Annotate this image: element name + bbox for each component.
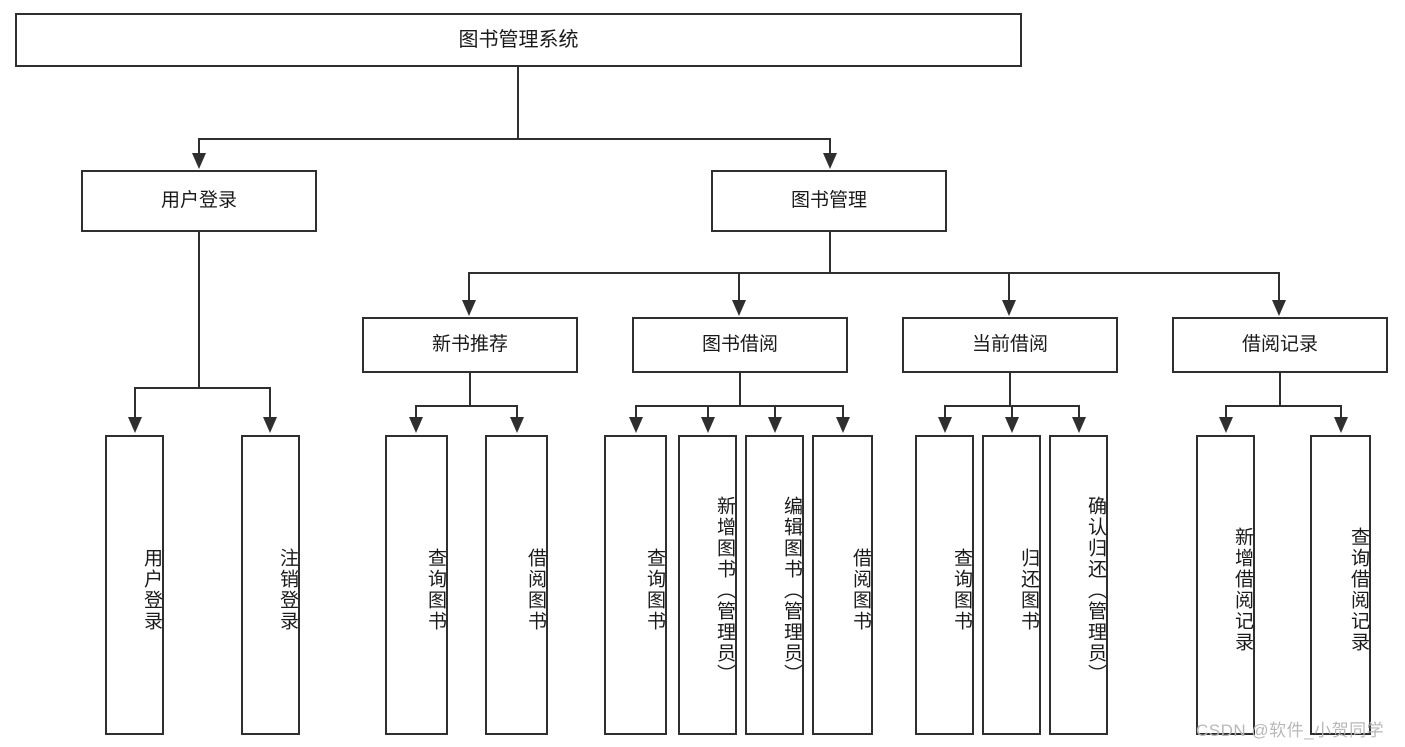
edge-user-login-stem — [198, 232, 200, 388]
edge-user-login-bus — [134, 387, 271, 389]
edge-drop-leaf-user-login — [134, 387, 136, 419]
arrowhead-query-borrow-record — [1334, 417, 1348, 433]
arrowhead-borrow-record — [1272, 300, 1286, 316]
node-leaf-borrow-book-2[interactable]: 借阅图书 — [812, 435, 873, 735]
edge-drop-query-book-1 — [415, 405, 417, 419]
edge-drop-return-book — [1011, 405, 1013, 419]
edge-borrow-record-stem — [1279, 373, 1281, 407]
node-leaf-query-book-2[interactable]: 查询图书 — [604, 435, 667, 735]
edge-drop-query-book-3 — [944, 405, 946, 419]
arrowhead-current-borrow — [1002, 300, 1016, 316]
edge-drop-leaf-logout — [269, 387, 271, 419]
arrowhead-confirm-return — [1072, 417, 1086, 433]
edge-drop-user-login — [198, 138, 200, 156]
edge-drop-add-book — [707, 405, 709, 419]
edge-new-book-recommend-bus — [415, 405, 518, 407]
edge-drop-query-book-2 — [635, 405, 637, 419]
node-leaf-return-book[interactable]: 归还图书 — [982, 435, 1041, 735]
arrowhead-edit-book — [768, 417, 782, 433]
edge-drop-book-borrow — [738, 272, 740, 302]
edge-book-management-stem — [829, 232, 831, 274]
edge-drop-book-management — [829, 138, 831, 156]
node-leaf-logout[interactable]: 注销登录 — [241, 435, 300, 735]
edge-book-management-bus — [468, 272, 1280, 274]
arrowhead-add-book — [701, 417, 715, 433]
arrowhead-return-book — [1005, 417, 1019, 433]
node-leaf-user-login[interactable]: 用户登录 — [105, 435, 164, 735]
node-leaf-confirm-return[interactable]: 确认归还（管理员） — [1049, 435, 1108, 735]
edge-root-stem — [517, 67, 519, 139]
node-user-login[interactable]: 用户登录 — [81, 170, 317, 232]
edge-drop-edit-book — [774, 405, 776, 419]
node-leaf-query-book-3[interactable]: 查询图书 — [915, 435, 974, 735]
edge-drop-add-borrow-record — [1225, 405, 1227, 419]
edge-drop-borrow-record — [1278, 272, 1280, 302]
edge-drop-query-borrow-record — [1340, 405, 1342, 419]
arrowhead-query-book-2 — [629, 417, 643, 433]
edge-new-book-recommend-stem — [469, 373, 471, 407]
node-leaf-query-borrow-record[interactable]: 查询借阅记录 — [1310, 435, 1371, 735]
edge-drop-borrow-book-2 — [842, 405, 844, 419]
node-leaf-edit-book[interactable]: 编辑图书（管理员） — [745, 435, 804, 735]
node-book-borrow[interactable]: 图书借阅 — [632, 317, 848, 373]
edge-drop-borrow-book-1 — [516, 405, 518, 419]
arrowhead-book-management — [823, 153, 837, 169]
arrowhead-borrow-book-2 — [836, 417, 850, 433]
node-book-management[interactable]: 图书管理 — [711, 170, 947, 232]
node-current-borrow[interactable]: 当前借阅 — [902, 317, 1118, 373]
node-leaf-add-book[interactable]: 新增图书（管理员） — [678, 435, 737, 735]
node-leaf-borrow-book-1[interactable]: 借阅图书 — [485, 435, 548, 735]
node-borrow-record[interactable]: 借阅记录 — [1172, 317, 1388, 373]
edge-current-borrow-stem — [1009, 373, 1011, 407]
edge-root-bus — [198, 138, 830, 140]
edge-book-borrow-stem — [739, 373, 741, 407]
node-leaf-add-borrow-record[interactable]: 新增借阅记录 — [1196, 435, 1255, 735]
csdn-watermark: CSDN @软件_小贺同学 — [1196, 721, 1385, 740]
arrowhead-leaf-logout — [263, 417, 277, 433]
node-leaf-query-book-1[interactable]: 查询图书 — [385, 435, 448, 735]
arrowhead-add-borrow-record — [1219, 417, 1233, 433]
node-book-management-system[interactable]: 图书管理系统 — [15, 13, 1022, 67]
arrowhead-book-borrow — [732, 300, 746, 316]
edge-book-borrow-bus — [635, 405, 843, 407]
edge-drop-current-borrow — [1008, 272, 1010, 302]
edge-borrow-record-bus — [1225, 405, 1341, 407]
edge-drop-new-book-recommend — [468, 272, 470, 302]
arrowhead-user-login — [192, 153, 206, 169]
edge-drop-confirm-return — [1078, 405, 1080, 419]
node-new-book-recommend[interactable]: 新书推荐 — [362, 317, 578, 373]
arrowhead-new-book-recommend — [462, 300, 476, 316]
arrowhead-borrow-book-1 — [510, 417, 524, 433]
arrowhead-leaf-user-login — [128, 417, 142, 433]
arrowhead-query-book-1 — [409, 417, 423, 433]
arrowhead-query-book-3 — [938, 417, 952, 433]
